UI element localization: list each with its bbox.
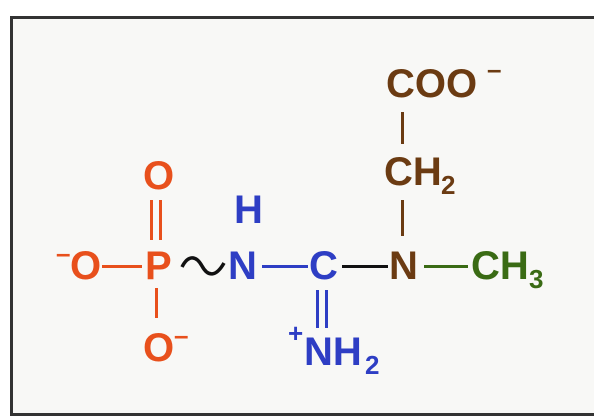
methylene-group: CH	[384, 150, 442, 194]
high-energy-bond	[180, 256, 226, 276]
oxo-oxygen: O	[143, 154, 175, 198]
methylene-subscript: 2	[441, 170, 456, 200]
image-frame: COO – CH 2 O H – O P N C N CH 3 O – + NH…	[10, 16, 594, 416]
iminium-subscript: 2	[365, 350, 380, 380]
bond-c-n	[342, 265, 388, 268]
guanidino-carbon: C	[309, 244, 338, 288]
phosphorus: P	[145, 244, 172, 288]
guanidino-nitrogen: N	[228, 244, 257, 288]
left-oxygen-charge: –	[56, 238, 71, 268]
methylated-nitrogen: N	[389, 244, 418, 288]
carboxylate-group: COO	[386, 62, 478, 106]
double-bond-p-o	[150, 200, 162, 240]
left-oxygen: O	[70, 244, 102, 288]
carboxylate-charge: –	[487, 54, 502, 84]
double-bond-c-n	[316, 290, 328, 328]
bond-coo-ch2	[401, 112, 404, 144]
bond-n-c	[262, 265, 308, 268]
bottom-oxygen: O	[143, 326, 175, 370]
methyl-group: CH	[471, 244, 529, 288]
methyl-subscript: 3	[529, 264, 544, 294]
bond-ch2-n	[401, 200, 404, 236]
iminium-group: NH	[304, 330, 362, 374]
iminium-charge: +	[288, 318, 304, 348]
bond-n-ch3	[424, 265, 468, 268]
molecule-panel	[10, 16, 594, 416]
hydrogen-on-n: H	[234, 188, 263, 232]
bond-o-p	[102, 265, 142, 268]
bond-p-o-bottom	[155, 288, 158, 318]
bottom-oxygen-charge: –	[174, 320, 189, 350]
